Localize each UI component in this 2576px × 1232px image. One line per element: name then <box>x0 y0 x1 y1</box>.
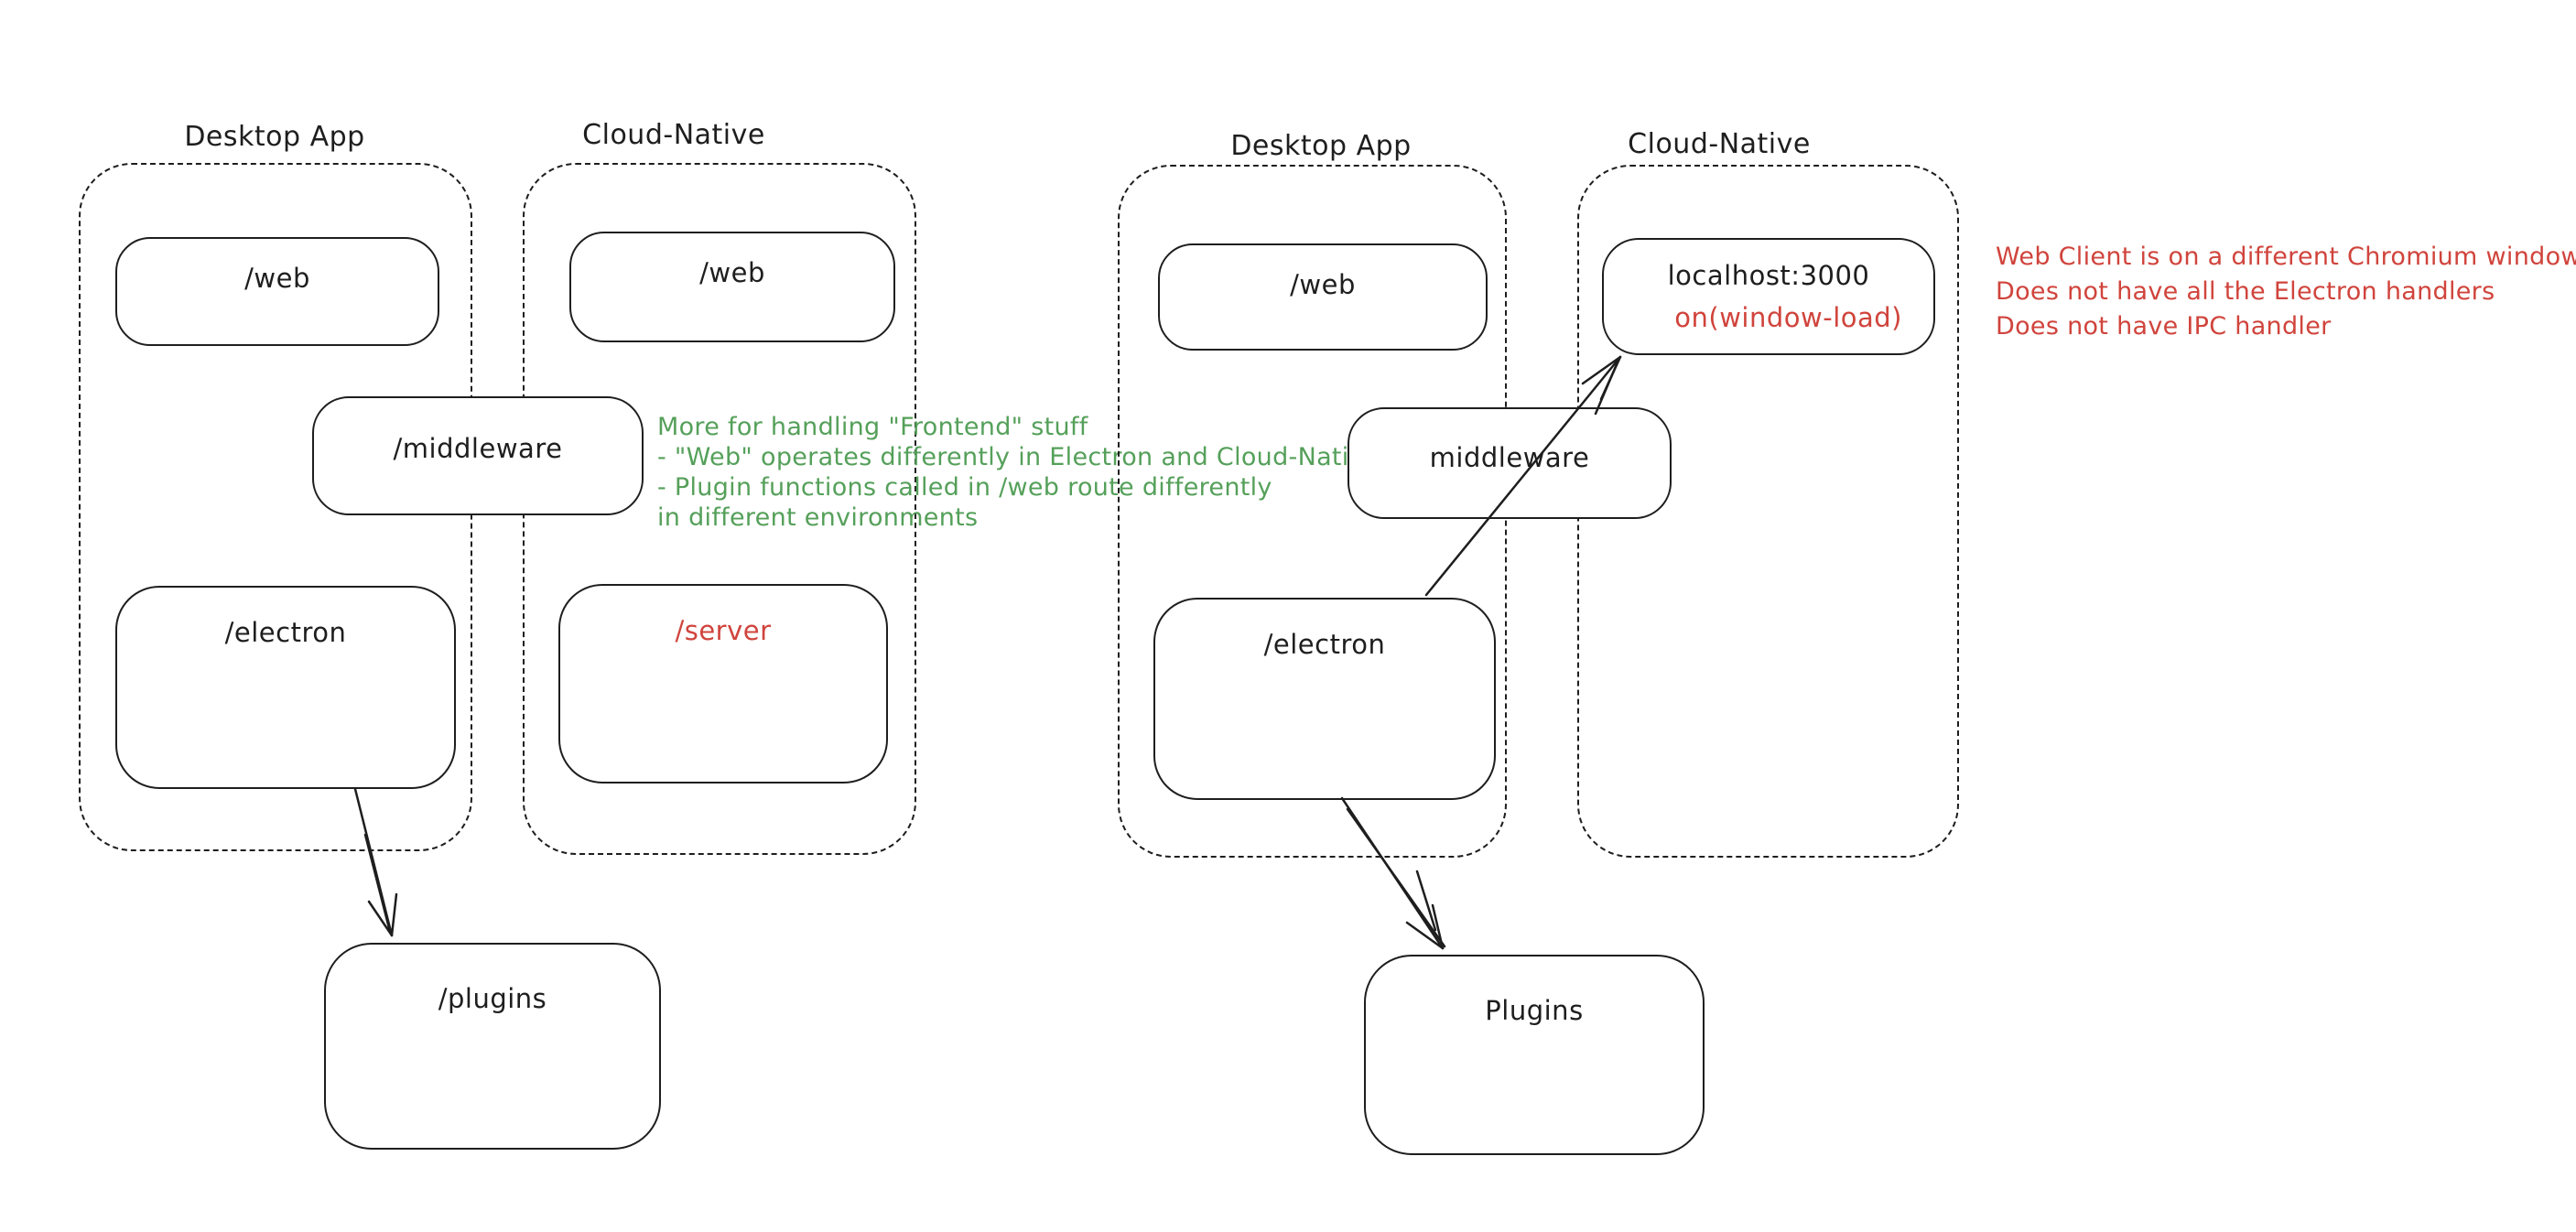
right-plugins-label: Plugins <box>1485 995 1584 1026</box>
left-web-cloud-box: /web <box>569 232 895 342</box>
left-electron-label: /electron <box>224 617 347 648</box>
left-electron-box: /electron <box>115 586 456 789</box>
green-annotation-line: More for handling "Frontend" stuff <box>657 413 1088 441</box>
right-desktop-app-group-label: Desktop App <box>1230 130 1412 162</box>
left-plugins-label: /plugins <box>438 983 547 1014</box>
green-annotation-line: - Plugin functions called in /web route … <box>657 473 1272 502</box>
right-middleware-label: middleware <box>1429 442 1590 473</box>
left-web-cloud-label: /web <box>699 257 765 288</box>
red-annotation: Web Client is on a different Chromium wi… <box>1996 240 2576 344</box>
left-server-box: /server <box>558 584 888 784</box>
right-electron-box: /electron <box>1153 598 1496 800</box>
left-web-desktop-label: /web <box>244 263 310 294</box>
left-middleware-box: /middleware <box>312 396 644 515</box>
right-web-desktop-label: /web <box>1290 269 1356 300</box>
right-electron-label: /electron <box>1263 629 1386 660</box>
right-localhost-label: localhost:3000 <box>1667 260 1870 291</box>
left-plugins-box: /plugins <box>324 943 661 1150</box>
red-annotation-line: Web Client is on a different Chromium wi… <box>1996 243 2576 271</box>
green-annotation-line: - "Web" operates differently in Electron… <box>657 443 1380 471</box>
green-annotation: More for handling "Frontend" stuff - "We… <box>657 412 1380 533</box>
left-middleware-label: /middleware <box>393 433 563 464</box>
left-web-desktop-box: /web <box>115 237 439 346</box>
right-cloud-native-group-label: Cloud-Native <box>1628 128 1811 160</box>
left-desktop-app-group-label: Desktop App <box>184 121 365 153</box>
right-localhost-box: localhost:3000 on(window-load) <box>1602 238 1935 355</box>
left-server-label: /server <box>675 615 772 646</box>
green-annotation-line: in different environments <box>657 503 979 532</box>
right-web-desktop-box: /web <box>1158 243 1488 351</box>
red-annotation-line: Does not have all the Electron handlers <box>1996 277 2495 306</box>
right-window-load-label: on(window-load) <box>1674 302 1902 333</box>
right-plugins-box: Plugins <box>1364 955 1705 1155</box>
left-cloud-native-group-label: Cloud-Native <box>582 119 765 151</box>
red-annotation-line: Does not have IPC handler <box>1996 312 2332 340</box>
right-middleware-box: middleware <box>1348 407 1672 519</box>
